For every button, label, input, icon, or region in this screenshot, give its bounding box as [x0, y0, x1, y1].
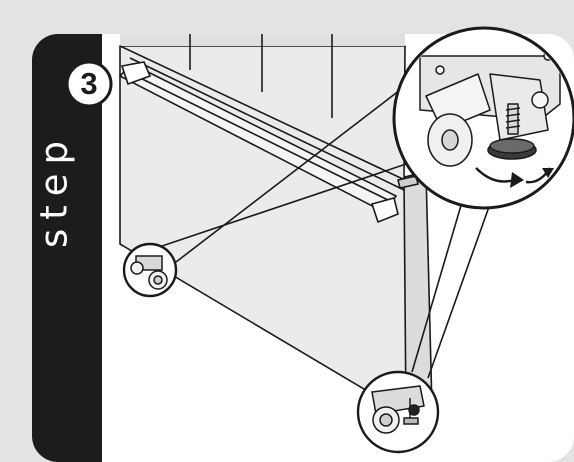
door-handle [118, 61, 419, 224]
zoomed-caster-icon [392, 26, 574, 210]
callout-lines [161, 89, 491, 379]
step-label-text: step [32, 131, 76, 249]
cabinet [119, 34, 433, 415]
step-number: 3 [80, 66, 98, 101]
rear-right-caster [356, 370, 440, 454]
rotate-arrow-icon [475, 167, 554, 188]
step-number-circle [65, 60, 113, 108]
front-left-caster [122, 242, 178, 298]
